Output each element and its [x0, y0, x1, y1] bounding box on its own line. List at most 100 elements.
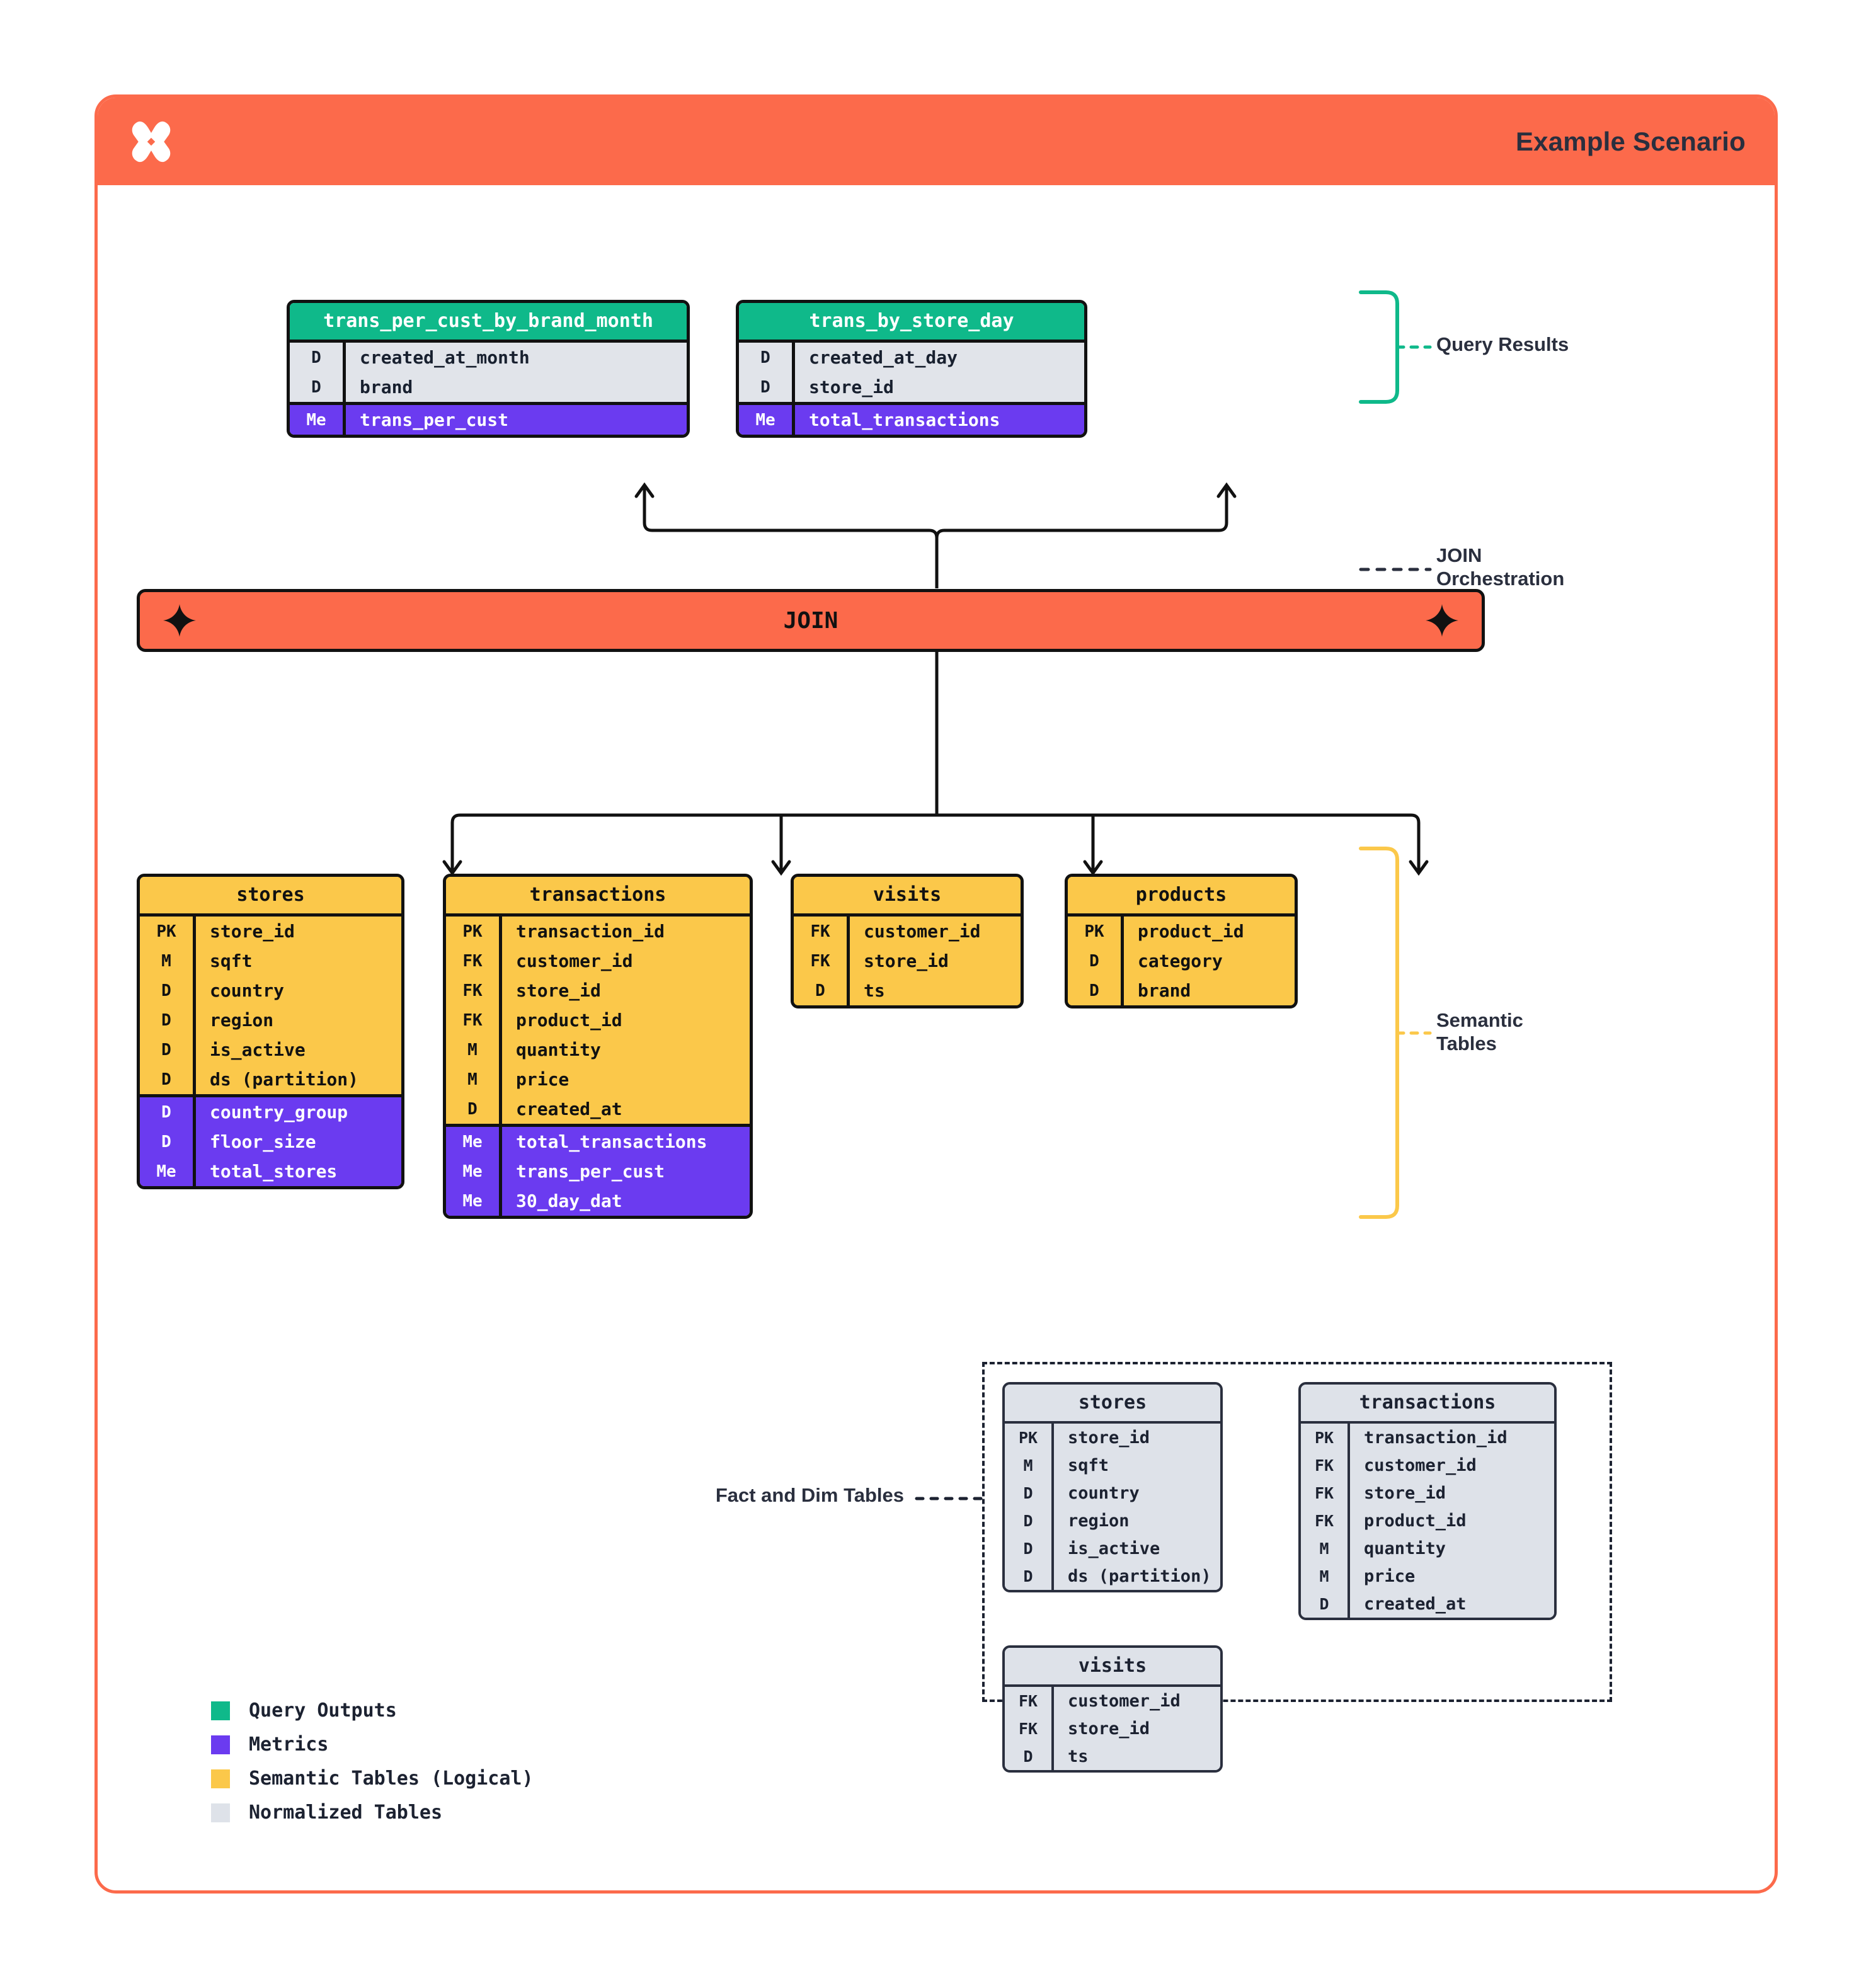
column-divider [499, 1127, 502, 1157]
table-row: FK customer_id [446, 946, 750, 976]
join-orchestration-bar[interactable]: JOIN [137, 589, 1485, 652]
row-key: M [467, 1070, 478, 1089]
row-key: PK [156, 922, 176, 941]
row-key: D [467, 1099, 478, 1119]
column-divider [1051, 1424, 1054, 1451]
legend-label: Query Outputs [249, 1700, 397, 1722]
annotation-semantic-tables: Semantic Tables [1436, 1009, 1523, 1055]
row-field: total_stores [210, 1160, 338, 1182]
row-field: store_id [1068, 1718, 1150, 1739]
column-divider [1121, 946, 1124, 976]
row-key: D [1023, 1483, 1033, 1502]
row-key: D [161, 1040, 171, 1060]
metric-section: Me trans_per_cust [290, 402, 687, 435]
table-row: PK store_id [140, 917, 401, 946]
row-field: ds (partition) [1068, 1566, 1211, 1586]
table-title: visits [1005, 1648, 1220, 1687]
table-title: visits [794, 877, 1021, 917]
row-field: region [1068, 1511, 1130, 1531]
legend-item: Query Outputs [211, 1694, 534, 1728]
column-divider [499, 1157, 502, 1186]
row-field: country [1068, 1483, 1140, 1503]
row-key: PK [1018, 1428, 1038, 1447]
table-title: transactions [1301, 1385, 1554, 1424]
query-result-table: trans_by_store_day D created_at_day D st… [736, 300, 1087, 438]
page-title: Example Scenario [1515, 126, 1746, 156]
annotation-line: JOIN [1436, 544, 1482, 566]
row-key: M [1023, 1456, 1033, 1475]
table-row: D store_id [739, 372, 1084, 402]
column-divider [343, 343, 346, 372]
column-divider [1347, 1562, 1350, 1590]
row-field: customer_id [864, 920, 981, 942]
column-divider [1347, 1424, 1350, 1451]
sparkle-icon [163, 603, 197, 637]
row-field: product_id [1138, 920, 1244, 942]
column-divider [1051, 1715, 1054, 1742]
row-key: Me [462, 1132, 483, 1151]
table-row: D brand [290, 372, 687, 402]
row-field: store_id [210, 920, 295, 942]
row-field: customer_id [516, 950, 633, 971]
legend-label: Normalized Tables [249, 1802, 443, 1824]
table-row: FK customer_id [794, 917, 1021, 946]
row-key: FK [462, 1010, 483, 1030]
row-key: FK [810, 922, 830, 941]
column-divider [193, 1065, 196, 1094]
row-key: D [760, 348, 770, 367]
row-field: country [210, 980, 285, 1001]
row-key: Me [755, 410, 775, 430]
row-key: M [467, 1040, 478, 1060]
row-field: ts [864, 980, 885, 1001]
row-key: M [1319, 1539, 1329, 1558]
column-divider [499, 976, 502, 1005]
row-key: D [161, 1070, 171, 1089]
legend-label: Metrics [249, 1734, 329, 1756]
diagram-canvas: trans_per_cust_by_brand_month D created_… [98, 185, 1775, 1890]
row-field: trans_per_cust [360, 409, 509, 430]
column-divider [1051, 1687, 1054, 1715]
row-field: store_id [809, 376, 894, 397]
row-key: Me [156, 1162, 176, 1181]
row-key: D [1023, 1539, 1033, 1558]
row-field: total_transactions [809, 409, 1000, 430]
row-field: is_active [1068, 1538, 1160, 1558]
table-title: trans_by_store_day [739, 303, 1084, 343]
row-key: FK [462, 951, 483, 971]
column-divider [499, 1005, 502, 1035]
column-divider [193, 1097, 196, 1127]
row-field: created_at_day [809, 346, 958, 368]
column-divider [193, 1157, 196, 1186]
row-field: store_id [864, 950, 949, 971]
annotation-line: Semantic [1436, 1009, 1523, 1031]
metric-section: Me total_transactions [739, 402, 1084, 435]
column-divider [1121, 976, 1124, 1005]
dimension-section: D created_at_month D brand [290, 343, 687, 402]
column-divider [1051, 1742, 1054, 1770]
legend-item: Normalized Tables [211, 1796, 534, 1830]
row-key: M [161, 951, 171, 971]
